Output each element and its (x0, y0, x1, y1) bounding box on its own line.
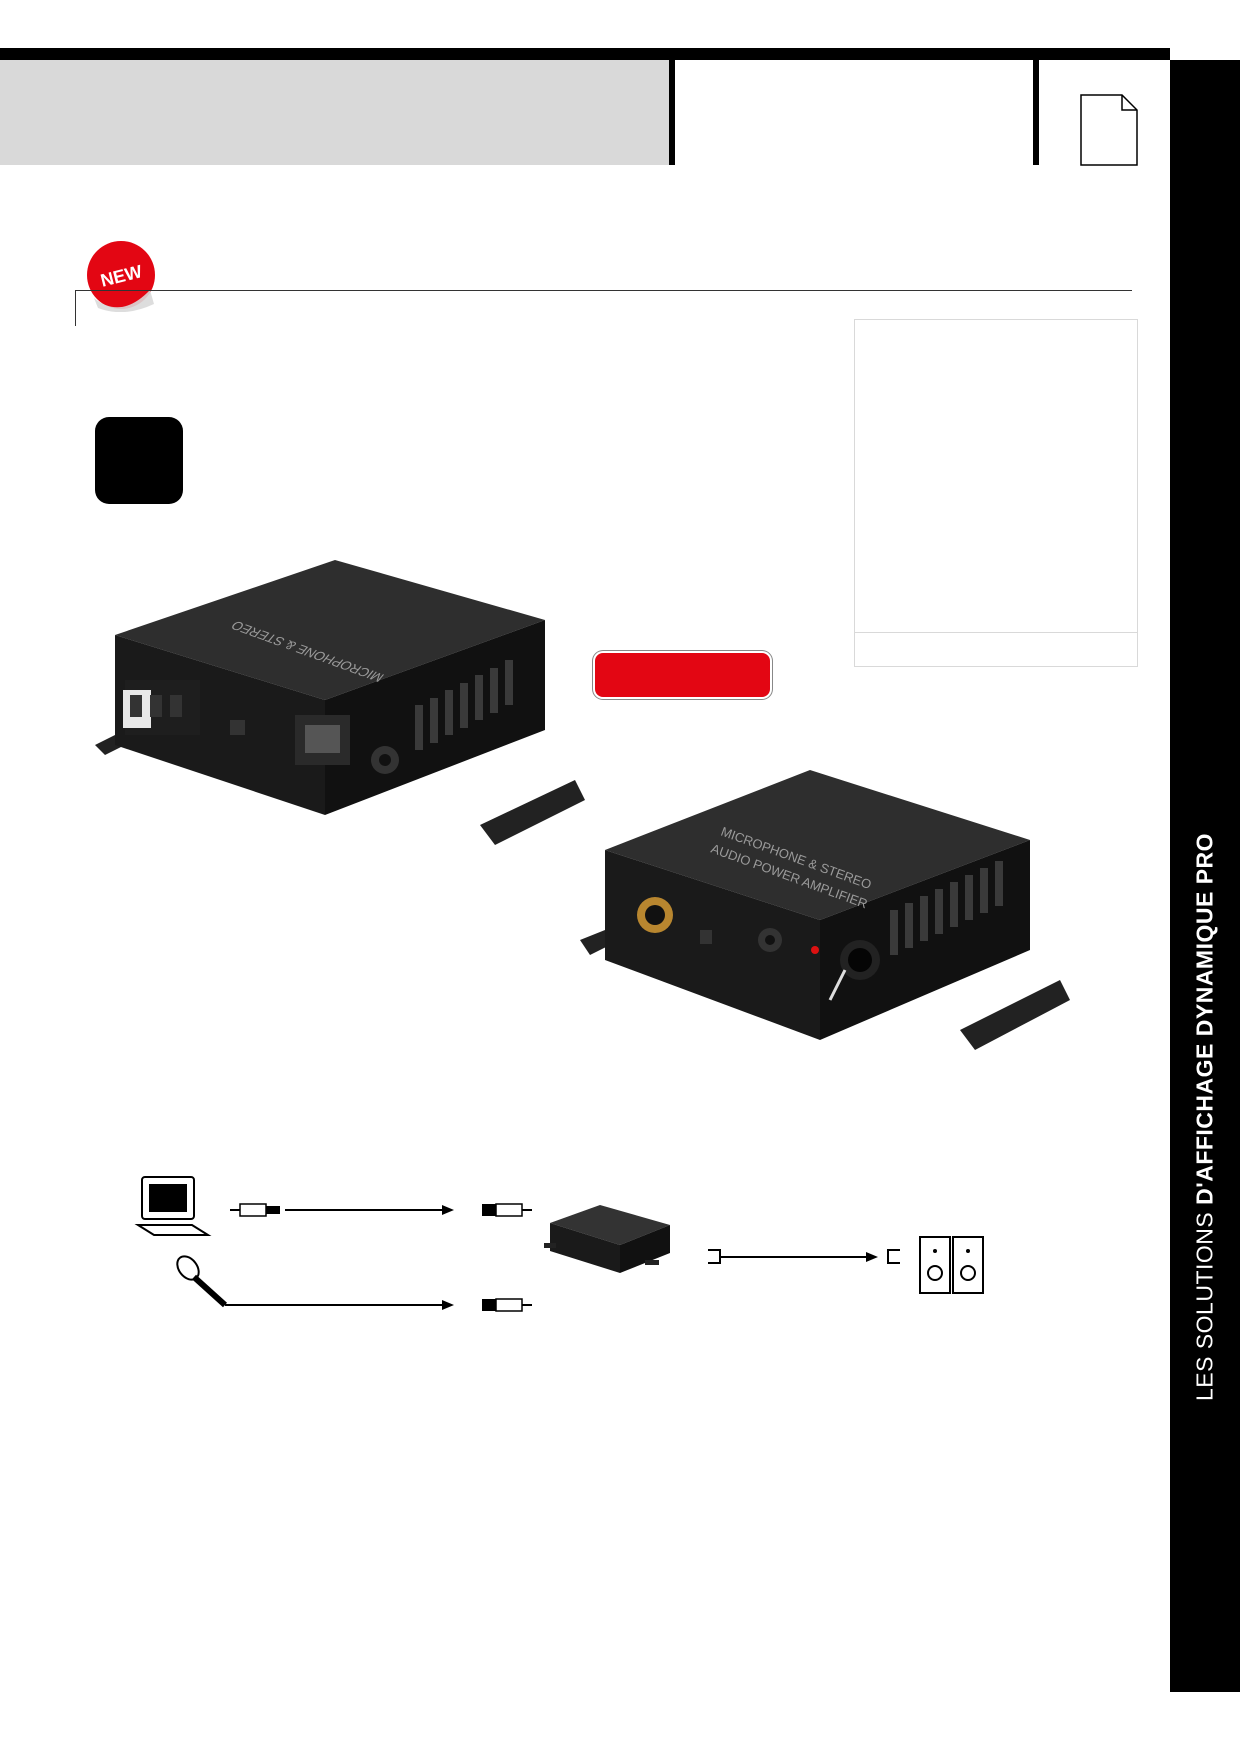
amplifier-icon (544, 1205, 670, 1273)
header-divider (1033, 60, 1039, 165)
speakers-icon (919, 1236, 984, 1294)
laptop-icon (134, 1176, 212, 1236)
red-label-button[interactable] (595, 653, 770, 697)
spec-panel-divider (854, 632, 1138, 633)
side-band (1170, 60, 1240, 1692)
header-divider (669, 60, 675, 165)
amplifier-rear-image: MICROPHONE & STEREO (95, 560, 585, 845)
new-badge: NEW (87, 241, 155, 312)
top-rule (0, 48, 1170, 60)
section-rule (150, 290, 1132, 291)
connection-diagram (134, 1176, 984, 1312)
side-band-text: LES SOLUTIONS D'AFFICHAGE DYNAMIQUE PRO (1169, 833, 1240, 1401)
page-icon (1080, 94, 1138, 166)
speaker-cable-icon (708, 1249, 900, 1264)
side-band-bold-text: D'AFFICHAGE DYNAMIQUE PRO (1191, 832, 1218, 1205)
amplifier-front-image: MICROPHONE & STEREO AUDIO POWER AMPLIFIE… (580, 770, 1070, 1050)
jack-cable-icon (230, 1203, 532, 1217)
header-title-area (0, 60, 669, 165)
microphone-icon (176, 1255, 228, 1308)
section-rule (75, 290, 155, 291)
product-number-badge (95, 417, 183, 504)
side-band-light-text: LES SOLUTIONS (1191, 1211, 1218, 1402)
spec-panel (854, 319, 1138, 667)
section-rule-corner (75, 290, 76, 326)
jack-cable-icon (225, 1298, 532, 1312)
